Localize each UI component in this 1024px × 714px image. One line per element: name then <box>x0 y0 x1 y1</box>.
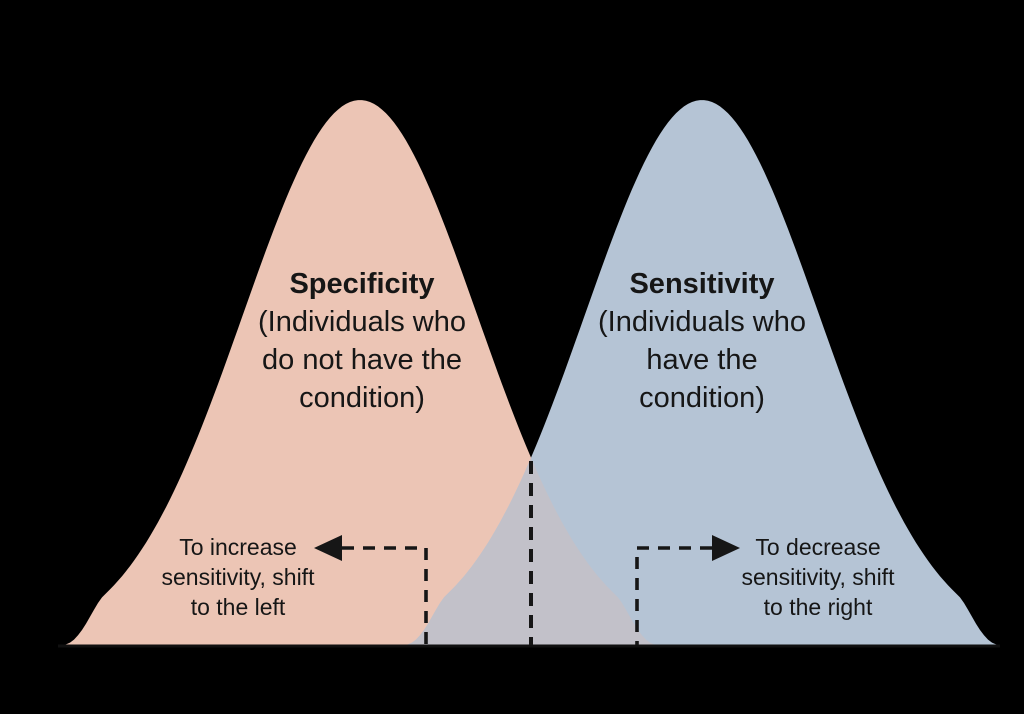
specificity-line-3: condition) <box>299 382 425 414</box>
sensitivity-line-1: (Individuals who <box>598 306 806 338</box>
increase-note-line-2: sensitivity, shift <box>161 564 315 590</box>
increase-note-line-1: To increase <box>179 534 297 560</box>
specificity-line-1: (Individuals who <box>258 306 466 338</box>
sensitivity-label: Sensitivity (Individuals who have the co… <box>552 265 852 417</box>
increase-note-line-3: to the left <box>190 594 286 620</box>
shift-right-arrow-line <box>635 546 712 645</box>
sensitivity-line-3: condition) <box>639 382 765 414</box>
shift-left-arrowhead-icon <box>314 535 342 561</box>
sensitivity-title: Sensitivity <box>629 268 775 300</box>
shift-right-arrowhead-icon <box>712 535 740 561</box>
increase-sensitivity-note: To increase sensitivity, shift to the le… <box>118 532 358 622</box>
sensitivity-line-2: have the <box>646 344 758 376</box>
specificity-line-2: do not have the <box>262 344 462 376</box>
shift-left-arrow-line <box>342 546 428 645</box>
decrease-note-line-3: to the right <box>763 594 873 620</box>
decrease-note-line-1: To decrease <box>755 534 881 560</box>
overlap-region <box>404 100 658 645</box>
decrease-sensitivity-note: To decrease sensitivity, shift to the ri… <box>698 532 938 622</box>
specificity-title: Specificity <box>289 268 435 300</box>
specificity-label: Specificity (Individuals who do not have… <box>212 265 512 417</box>
decrease-note-line-2: sensitivity, shift <box>741 564 895 590</box>
